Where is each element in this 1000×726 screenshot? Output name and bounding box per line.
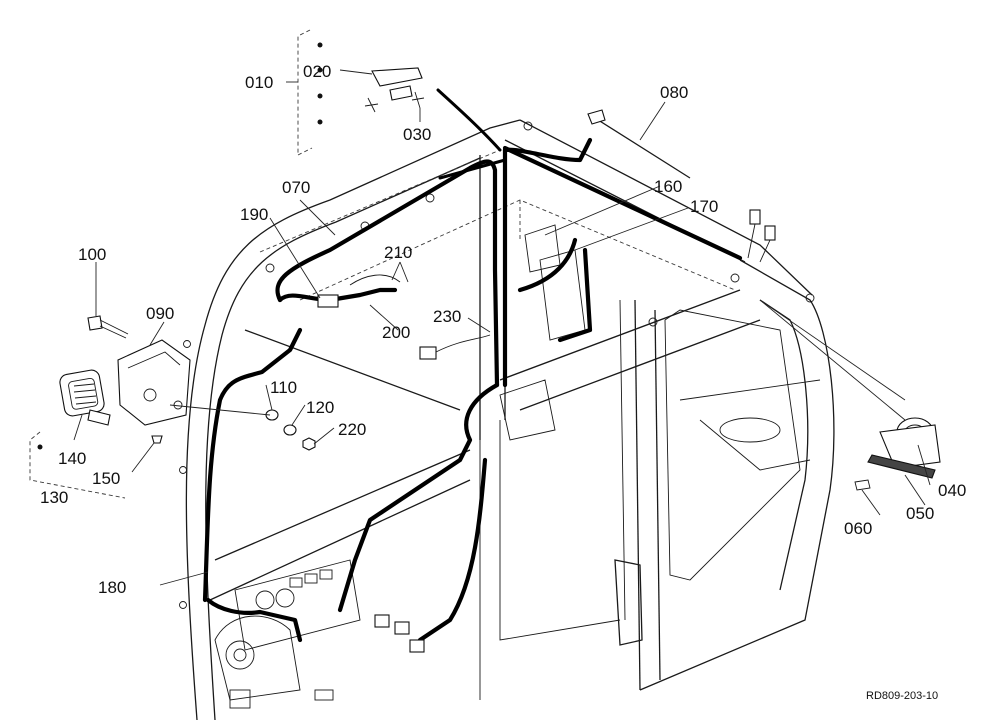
callout-060: 060 (844, 519, 872, 538)
callout-220: 220 (338, 420, 366, 439)
wiring-harness (202, 88, 743, 643)
callout-210: 210 (384, 243, 412, 262)
callout-070: 070 (282, 178, 310, 197)
callout-180: 180 (98, 578, 126, 597)
callout-080: 080 (660, 83, 688, 102)
callout-140: 140 (58, 449, 86, 468)
group-brackets (29, 29, 323, 499)
callout-labels: 010 020 030 080 070 160 190 170 210 100 … (40, 62, 966, 702)
cab-frame (179, 119, 835, 721)
callout-100: 100 (78, 245, 106, 264)
callout-150: 150 (92, 469, 120, 488)
callout-110: 110 (270, 378, 297, 397)
leader-lines (73, 69, 931, 586)
work-light-assembly (59, 315, 316, 451)
callout-020: 020 (303, 62, 331, 81)
dome-light-parts (364, 67, 691, 179)
callout-170: 170 (690, 197, 718, 216)
callout-160: 160 (654, 177, 682, 196)
callout-230: 230 (433, 307, 461, 326)
callout-190: 190 (240, 205, 268, 224)
callout-200: 200 (382, 323, 410, 342)
connectors (317, 209, 776, 653)
callout-030: 030 (403, 125, 431, 144)
callout-120: 120 (306, 398, 334, 417)
callout-130: 130 (40, 488, 68, 507)
callout-090: 090 (146, 304, 174, 323)
drawing-reference: RD809-203-10 (866, 690, 938, 702)
speaker-assembly (854, 417, 941, 491)
callout-040: 040 (938, 481, 966, 500)
callout-010: 010 (245, 73, 273, 92)
callout-050: 050 (906, 504, 934, 523)
